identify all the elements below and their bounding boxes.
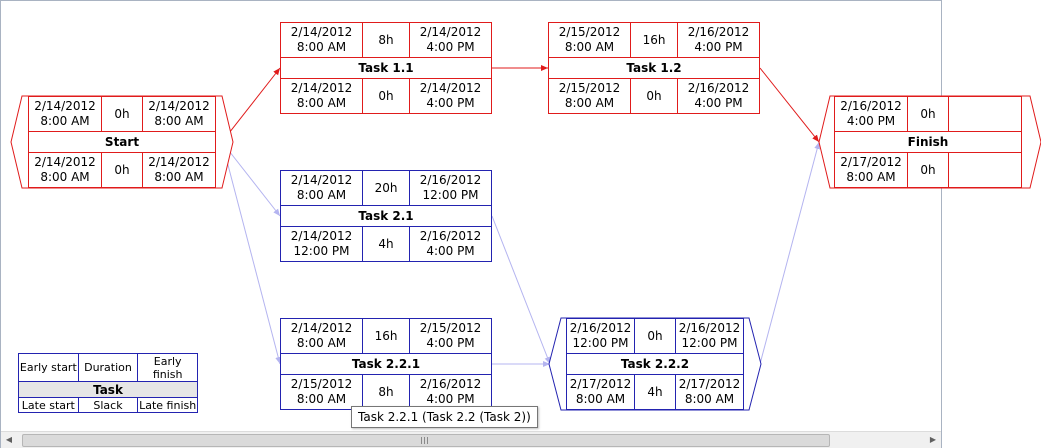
node-task-2-2-2[interactable]: 2/16/2012 12:00 PM 0h 2/16/2012 12:00 PM… <box>548 317 762 411</box>
link-task-2-1-task-2-2-2 <box>491 215 551 365</box>
legend: Early start Duration Early finish Task L… <box>18 352 198 413</box>
early-finish-cell: 2/15/2012 4:00 PM <box>409 318 492 354</box>
early-finish-cell: 2/14/2012 8:00 AM <box>142 96 216 132</box>
late-start-cell: 2/15/2012 8:00 AM <box>548 78 631 114</box>
task-name-cell: Start <box>28 131 216 153</box>
link-task-1-2-finish <box>759 67 820 143</box>
early-finish-cell: 2/16/2012 12:00 PM <box>409 170 492 206</box>
legend-slack: Slack <box>77 397 139 413</box>
late-start-cell: 2/17/2012 8:00 AM <box>566 374 635 410</box>
slack-cell: 0h <box>101 152 143 188</box>
early-finish-cell <box>948 96 1022 132</box>
slack-cell: 8h <box>362 374 410 410</box>
late-finish-cell <box>948 152 1022 188</box>
early-start-cell: 2/14/2012 8:00 AM <box>28 96 102 132</box>
late-finish-cell: 2/16/2012 4:00 PM <box>409 374 492 410</box>
link-start-task-2-2-1 <box>221 141 282 365</box>
task-name-cell: Task 1.1 <box>280 57 492 79</box>
grip-icon <box>421 437 430 444</box>
duration-cell: 0h <box>634 318 676 354</box>
duration-cell: 0h <box>101 96 143 132</box>
legend-late-start: Late start <box>18 397 79 413</box>
slack-cell: 0h <box>907 152 949 188</box>
early-start-cell: 2/14/2012 8:00 AM <box>280 170 363 206</box>
late-start-cell: 2/14/2012 8:00 AM <box>28 152 102 188</box>
late-finish-cell: 2/17/2012 8:00 AM <box>675 374 744 410</box>
early-finish-cell: 2/16/2012 12:00 PM <box>675 318 744 354</box>
late-start-cell: 2/17/2012 8:00 AM <box>834 152 908 188</box>
task-name-cell: Task 2.2.2 <box>566 353 744 375</box>
node-task-2-2-1[interactable]: 2/14/2012 8:00 AM 16h 2/15/2012 4:00 PM … <box>280 318 492 410</box>
left-arrow-icon[interactable]: ◀ <box>5 435 13 444</box>
early-finish-cell: 2/14/2012 4:00 PM <box>409 22 492 58</box>
early-start-cell: 2/15/2012 8:00 AM <box>548 22 631 58</box>
late-start-cell: 2/15/2012 8:00 AM <box>280 374 363 410</box>
right-arrow-icon[interactable]: ▶ <box>929 435 937 444</box>
node-task-1-2[interactable]: 2/15/2012 8:00 AM 16h 2/16/2012 4:00 PM … <box>548 22 760 114</box>
dependency-lines <box>221 65 821 367</box>
legend-task: Task <box>18 381 198 399</box>
slack-cell: 0h <box>362 78 410 114</box>
task-name-cell: Task 2.2.1 <box>280 353 492 375</box>
node-finish[interactable]: 2/16/2012 4:00 PM 0h Finish 2/17/2012 8:… <box>818 95 1041 189</box>
node-start[interactable]: 2/14/2012 8:00 AM 0h 2/14/2012 8:00 AM S… <box>10 95 234 189</box>
legend-early-finish: Early finish <box>137 352 198 383</box>
duration-cell: 8h <box>362 22 410 58</box>
task-name-cell: Finish <box>834 131 1022 153</box>
early-start-cell: 2/16/2012 12:00 PM <box>566 318 635 354</box>
late-start-cell: 2/14/2012 8:00 AM <box>280 78 363 114</box>
duration-cell: 16h <box>362 318 410 354</box>
diagram-canvas: 2/14/2012 8:00 AM 0h 2/14/2012 8:00 AM S… <box>1 1 1041 431</box>
late-finish-cell: 2/14/2012 8:00 AM <box>142 152 216 188</box>
early-start-cell: 2/14/2012 8:00 AM <box>280 318 363 354</box>
early-start-cell: 2/16/2012 4:00 PM <box>834 96 908 132</box>
legend-early-start: Early start <box>18 352 79 383</box>
task-name-cell: Task 2.1 <box>280 205 492 227</box>
early-finish-cell: 2/16/2012 4:00 PM <box>677 22 760 58</box>
task-tooltip: Task 2.2.1 (Task 2.2 (Task 2)) <box>351 406 538 428</box>
node-task-1-1[interactable]: 2/14/2012 8:00 AM 8h 2/14/2012 4:00 PM T… <box>280 22 492 114</box>
duration-cell: 16h <box>630 22 678 58</box>
late-start-cell: 2/14/2012 12:00 PM <box>280 226 363 262</box>
slack-cell: 4h <box>634 374 676 410</box>
legend-duration: Duration <box>77 352 139 383</box>
duration-cell: 0h <box>907 96 949 132</box>
node-task-2-1[interactable]: 2/14/2012 8:00 AM 20h 2/16/2012 12:00 PM… <box>280 170 492 262</box>
duration-cell: 20h <box>362 170 410 206</box>
link-start-task-1-1 <box>221 67 281 143</box>
late-finish-cell: 2/14/2012 4:00 PM <box>409 78 492 114</box>
link-task-2-2-2-finish <box>759 141 821 365</box>
late-finish-cell: 2/16/2012 4:00 PM <box>677 78 760 114</box>
link-start-task-2-1 <box>221 141 281 217</box>
late-finish-cell: 2/16/2012 4:00 PM <box>409 226 492 262</box>
task-name-cell: Task 1.2 <box>548 57 760 79</box>
slack-cell: 4h <box>362 226 410 262</box>
slack-cell: 0h <box>630 78 678 114</box>
scrollbar-thumb[interactable] <box>22 434 830 447</box>
horizontal-scrollbar[interactable]: ◀ ▶ <box>1 431 941 448</box>
legend-late-finish: Late finish <box>137 397 198 413</box>
early-start-cell: 2/14/2012 8:00 AM <box>280 22 363 58</box>
